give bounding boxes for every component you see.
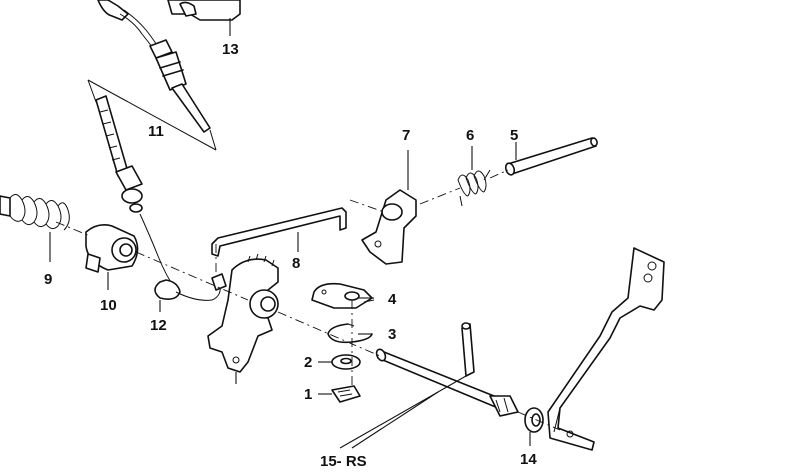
callout-3: 3 <box>388 326 396 343</box>
callout-11: 11 <box>148 123 164 140</box>
part-6-torsion-spring <box>457 146 491 207</box>
callout-13: 13 <box>222 41 239 58</box>
part-10-bearing-bush <box>85 224 139 290</box>
callout-2: 2 <box>304 354 312 371</box>
assembly-center-lines <box>55 169 561 431</box>
callout-1: 1 <box>304 386 312 403</box>
callout-9: 9 <box>44 271 52 288</box>
part-14-seal-ring <box>524 407 544 446</box>
part-7-bell-crank <box>361 150 417 265</box>
part-8-bent-rod <box>211 207 347 257</box>
part-3-circlip <box>327 323 373 344</box>
part-12-retainer-clip <box>154 273 227 312</box>
part-2-washer <box>318 354 361 370</box>
callout-10: 10 <box>100 297 117 314</box>
lever-plate <box>207 253 279 384</box>
callout-14: 14 <box>520 451 537 468</box>
callout-7: 7 <box>402 127 410 144</box>
part-4-cam-plate <box>311 282 375 309</box>
callout-labels: 13 11 7 6 5 8 9 10 12 4 3 2 1 15- RS 14 <box>44 41 537 470</box>
part-11-cable-sleeve <box>87 79 217 291</box>
callout-15-rs: 15- RS <box>320 453 367 470</box>
callout-8: 8 <box>292 255 300 272</box>
callout-4: 4 <box>388 291 397 308</box>
callout-12: 12 <box>150 317 167 334</box>
leader-15 <box>339 375 467 449</box>
pin <box>461 322 475 377</box>
part-5-sleeve-pin <box>504 137 598 176</box>
part-13-cable-clip <box>97 0 241 133</box>
mounting-bracket <box>547 247 665 451</box>
part-1-clip <box>318 385 361 403</box>
main-shaft <box>375 348 519 417</box>
part-9-coil-spring <box>0 194 70 262</box>
callout-5: 5 <box>510 127 518 144</box>
callout-6: 6 <box>466 127 474 144</box>
